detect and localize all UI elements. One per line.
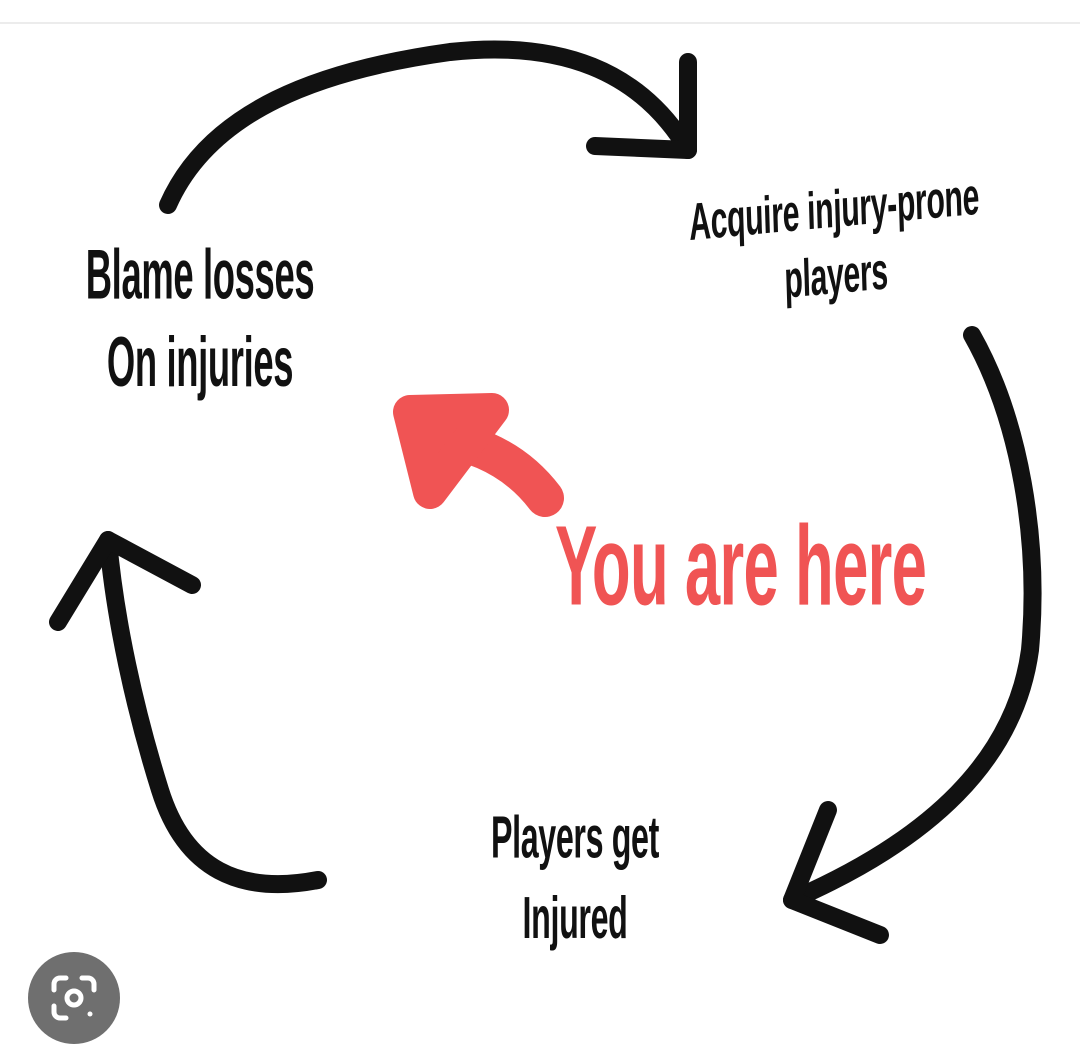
arrow-injured-to-blame <box>49 531 327 894</box>
node-injured-line-1: Players get <box>491 802 659 871</box>
node-players-get-injured: Players get Injured <box>460 796 691 957</box>
lens-search-icon <box>51 975 97 1021</box>
you-are-here-label: You are here <box>555 502 927 630</box>
arrow-acquire-to-injured-shaft <box>783 326 1042 909</box>
arrow-acquire-to-injured <box>783 326 1042 944</box>
node-blame-losses: Blame losses On injuries <box>67 232 333 408</box>
you-are-here-arrow <box>393 393 564 517</box>
arrow-acquire-to-injured-head <box>783 801 889 944</box>
node-injured-line-2: Injured <box>522 883 628 952</box>
arrow-injured-to-blame-head <box>49 531 201 631</box>
node-blame-line-2: On injuries <box>106 324 294 403</box>
arrow-injured-to-blame-shaft <box>99 531 327 894</box>
lens-search-button[interactable] <box>28 952 120 1044</box>
arrow-blame-to-acquire-shaft <box>159 40 697 214</box>
you-are-here-arrow-head <box>393 393 509 509</box>
top-bar <box>0 0 1080 24</box>
arrow-blame-to-acquire-head <box>586 53 697 159</box>
node-blame-line-1: Blame losses <box>85 236 315 315</box>
arrow-blame-to-acquire <box>159 40 697 214</box>
